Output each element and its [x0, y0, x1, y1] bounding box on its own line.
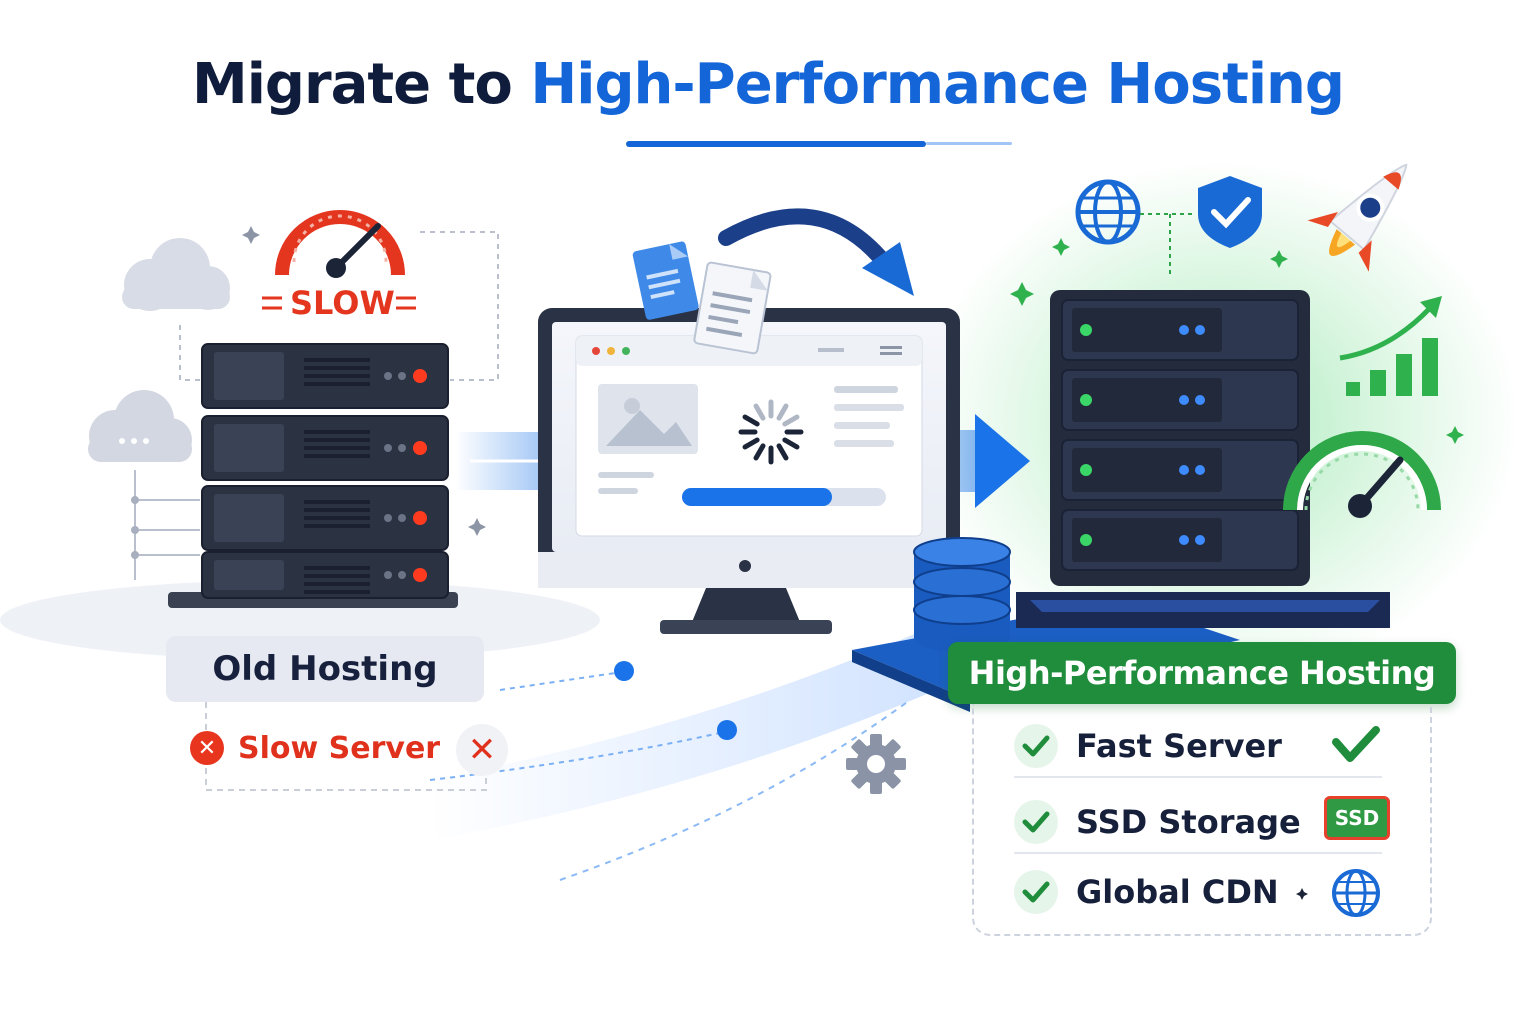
gear-icon: [846, 734, 906, 794]
new-server-rack: [1016, 290, 1390, 628]
error-x-icon: ✕: [190, 731, 224, 765]
ssd-icon: SSD: [1324, 796, 1390, 840]
feature-label: SSD Storage: [1076, 803, 1301, 841]
page-title: Migrate to High-Performance Hosting: [0, 52, 1536, 117]
server-unit: [201, 343, 449, 409]
slow-gauge-icon: [262, 210, 416, 310]
feature-ssd-storage: SSD Storage: [1014, 792, 1382, 854]
server-unit: [1061, 299, 1299, 361]
server-unit: [201, 485, 449, 551]
old-hosting-label: Old Hosting: [166, 636, 484, 702]
check-icon: [1014, 724, 1058, 768]
shield-check-icon: [1198, 176, 1262, 248]
check-icon: [1014, 800, 1058, 844]
server-unit: [1061, 369, 1299, 431]
x-mark-icon: ✕: [456, 724, 508, 776]
document-icon-2: [693, 261, 772, 355]
slow-server-item: ✕ Slow Server: [190, 728, 440, 768]
server-unit: [1061, 439, 1299, 501]
cloud-icon: [122, 238, 230, 311]
globe-icon: [1075, 179, 1141, 245]
globe-icon-small: [1332, 869, 1380, 917]
rocket-icon: [1307, 163, 1408, 272]
feature-label: Global CDN: [1076, 873, 1279, 911]
growth-chart-icon: [1339, 296, 1442, 396]
server-unit: [1061, 509, 1299, 571]
feature-fast-server: Fast Server: [1014, 716, 1382, 778]
slow-server-label: Slow Server: [238, 730, 441, 766]
title-prefix: Migrate to: [191, 52, 513, 117]
high-performance-hosting-label: High-Performance Hosting: [948, 642, 1456, 704]
loading-spinner-icon: [738, 399, 804, 465]
title-underline: [626, 141, 926, 147]
feature-global-cdn: Global CDN: [1014, 862, 1382, 922]
monitor: [538, 308, 960, 634]
fast-gauge-icon: [1283, 431, 1441, 518]
title-highlight: High-Performance Hosting: [530, 52, 1345, 117]
old-server-rack: [168, 343, 458, 608]
circuit-lines: [134, 231, 499, 580]
document-icon: [632, 241, 699, 320]
progress-bar: [682, 488, 832, 506]
check-icon: [1332, 726, 1380, 762]
cloud-chat-icon: [88, 390, 192, 462]
check-icon: [1014, 870, 1058, 914]
features-panel: [972, 704, 1432, 936]
server-unit: [201, 551, 449, 599]
curved-arrow-icon: [718, 208, 914, 296]
feature-label: Fast Server: [1076, 727, 1282, 765]
server-unit: [201, 415, 449, 481]
slow-gauge-label: SLOW: [290, 284, 395, 322]
database-icon: [913, 537, 1011, 652]
